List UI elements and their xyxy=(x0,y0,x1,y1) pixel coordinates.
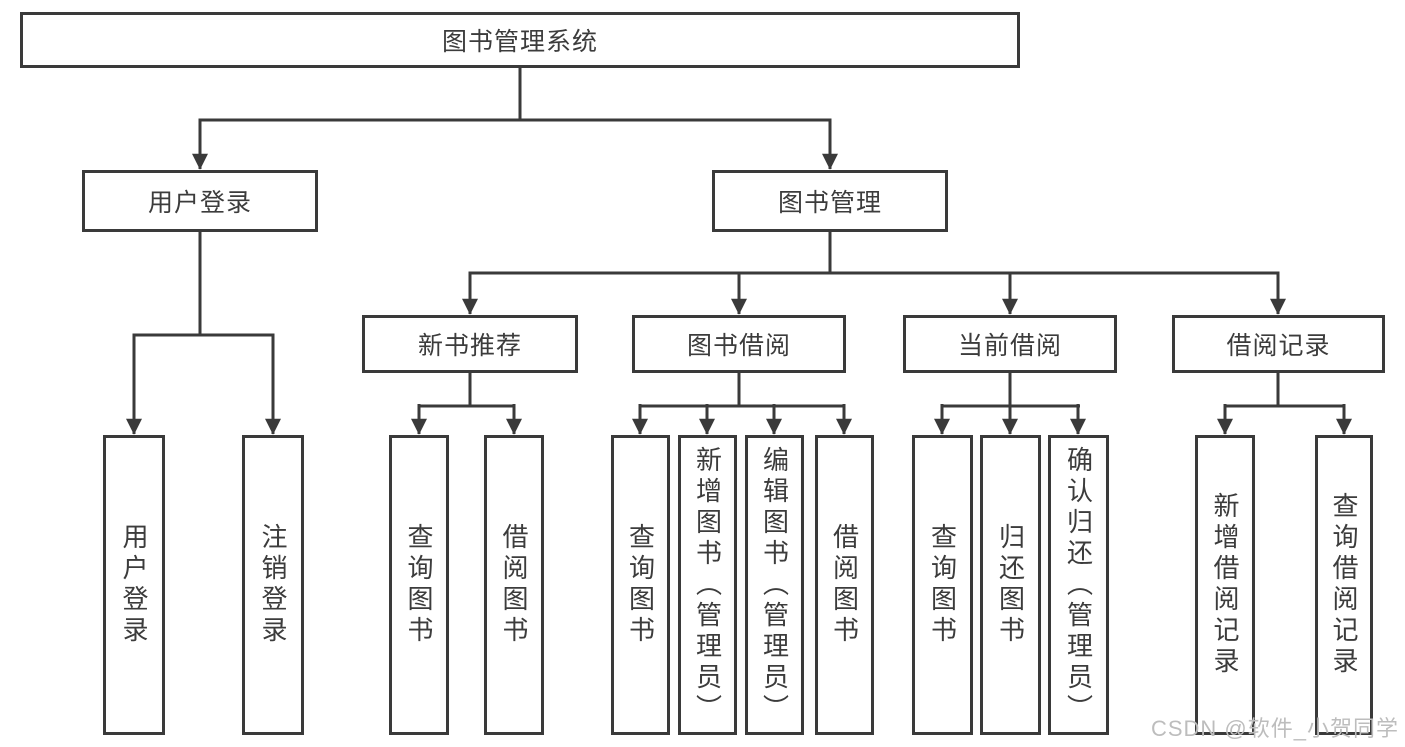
node-label: 借阅记录 xyxy=(1226,332,1331,360)
node-nb-query-books: 查询图书 xyxy=(389,435,449,735)
node-label: 图书管理 xyxy=(777,189,882,217)
node-label: 借阅图书 xyxy=(829,523,860,647)
node-nb-borrow-books: 借阅图书 xyxy=(484,435,544,735)
node-label: 图书借阅 xyxy=(686,332,791,360)
node-bb-add-books-admin: 新增图书（管理员） xyxy=(678,435,737,735)
node-rec-query-record: 查询借阅记录 xyxy=(1315,435,1373,735)
node-label: 用户登录 xyxy=(147,189,252,217)
node-cb-return-books: 归还图书 xyxy=(980,435,1041,735)
node-label: 当前借阅 xyxy=(957,332,1062,360)
node-label: 新书推荐 xyxy=(417,332,522,360)
node-label: 归还图书 xyxy=(995,523,1026,647)
node-label: 用户登录 xyxy=(119,523,149,647)
node-label: 查询图书 xyxy=(625,523,656,647)
node-login: 用户登录 xyxy=(103,435,165,735)
node-label: 查询图书 xyxy=(404,523,434,647)
node-cb-confirm-return-admin: 确认归还（管理员） xyxy=(1048,435,1109,735)
node-bb-query-books: 查询图书 xyxy=(611,435,670,735)
node-label: 注销登录 xyxy=(258,523,288,647)
node-logout: 注销登录 xyxy=(242,435,304,735)
node-bb-edit-books-admin: 编辑图书（管理员） xyxy=(745,435,804,735)
node-library-system: 图书管理系统 xyxy=(20,12,1020,68)
node-label: 确认归还（管理员） xyxy=(1063,445,1094,725)
node-cb-query-books: 查询图书 xyxy=(912,435,973,735)
node-book-management: 图书管理 xyxy=(712,170,948,232)
node-book-borrowing: 图书借阅 xyxy=(632,315,846,373)
node-label: 新增借阅记录 xyxy=(1210,492,1240,678)
node-label: 编辑图书（管理员） xyxy=(759,445,790,725)
node-label: 查询借阅记录 xyxy=(1329,492,1359,678)
node-label: 借阅图书 xyxy=(499,523,529,647)
node-new-book-recommend: 新书推荐 xyxy=(362,315,578,373)
node-borrow-records: 借阅记录 xyxy=(1172,315,1385,373)
node-user-login: 用户登录 xyxy=(82,170,318,232)
node-label: 查询图书 xyxy=(927,523,958,647)
node-bb-borrow-books: 借阅图书 xyxy=(815,435,874,735)
node-rec-add-record: 新增借阅记录 xyxy=(1195,435,1255,735)
node-current-borrowing: 当前借阅 xyxy=(903,315,1117,373)
node-label: 图书管理系统 xyxy=(441,28,598,56)
node-label: 新增图书（管理员） xyxy=(692,445,723,725)
csdn-watermark: CSDN @软件_小贺同学 xyxy=(1150,716,1399,741)
